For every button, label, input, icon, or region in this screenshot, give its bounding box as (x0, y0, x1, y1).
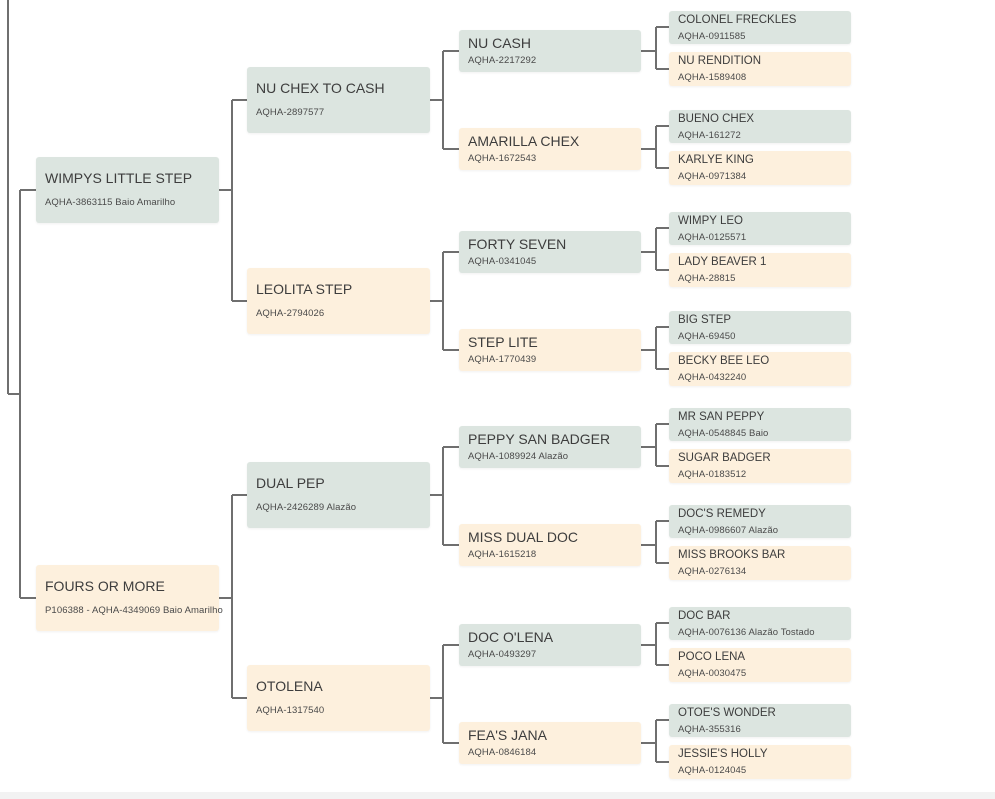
horse-registration: AQHA-1770439 (468, 354, 537, 365)
horse-registration: AQHA-355316 (678, 724, 741, 735)
horse-name: POCO LENA (678, 651, 746, 663)
horse-name: FOURS OR MORE (45, 578, 165, 594)
horse-name: NU CASH (468, 35, 532, 51)
horse-name: OTOE'S WONDER (678, 707, 776, 719)
horse-name: MISS BROOKS BAR (678, 549, 786, 561)
g4-node-6[interactable]: LADY BEAVER 1 AQHA-28815 (669, 253, 851, 287)
horse-registration: AQHA-0341045 (468, 256, 537, 267)
horizontal-scrollbar[interactable] (0, 792, 995, 799)
horse-name: DOC'S REMEDY (678, 508, 766, 520)
horse-name: LADY BEAVER 1 (678, 256, 767, 268)
horse-name: FORTY SEVEN (468, 236, 567, 252)
g4-node-8[interactable]: BECKY BEE LEO AQHA-0432240 (669, 352, 851, 386)
horse-name: NU CHEX TO CASH (256, 80, 385, 96)
horse-registration: AQHA-3863115 Baio Amarilho (45, 197, 176, 208)
horse-registration: AQHA-0076136 Alazão Tostado (678, 627, 815, 638)
dam-node[interactable]: FOURS OR MORE P106388 - AQHA-4349069 Bai… (36, 565, 223, 631)
horse-registration: AQHA-69450 (678, 331, 736, 342)
g4-node-2[interactable]: NU RENDITION AQHA-1589408 (669, 52, 851, 86)
g4-node-14[interactable]: POCO LENA AQHA-0030475 (669, 648, 851, 682)
horse-name: LEOLITA STEP (256, 281, 353, 297)
g4-node-10[interactable]: SUGAR BADGER AQHA-0183512 (669, 449, 851, 483)
horse-registration: AQHA-2794026 (256, 308, 325, 319)
g3-node-6[interactable]: MISS DUAL DOC AQHA-1615218 (459, 524, 641, 566)
g4-node-4[interactable]: KARLYE KING AQHA-0971384 (669, 151, 851, 185)
horse-registration: AQHA-1589408 (678, 72, 747, 83)
horse-registration: AQHA-0183512 (678, 469, 747, 480)
horse-name: NU RENDITION (678, 55, 762, 67)
horse-name: COLONEL FRECKLES (678, 14, 797, 26)
g4-node-5[interactable]: WIMPY LEO AQHA-0125571 (669, 212, 851, 245)
horse-registration: AQHA-0971384 (678, 171, 747, 182)
g3-node-5[interactable]: PEPPY SAN BADGER AQHA-1089924 Alazão (459, 426, 641, 468)
horse-registration: AQHA-0548845 Baio (678, 428, 769, 439)
horse-registration: AQHA-2217292 (468, 55, 537, 66)
horse-name: DOC BAR (678, 610, 731, 622)
horse-registration: AQHA-0276134 (678, 566, 747, 577)
horse-name: DUAL PEP (256, 475, 325, 491)
horse-name: OTOLENA (256, 678, 323, 694)
g4-node-1[interactable]: COLONEL FRECKLES AQHA-0911585 (669, 11, 851, 44)
g3-node-1[interactable]: NU CASH AQHA-2217292 (459, 30, 641, 72)
g4-node-11[interactable]: DOC'S REMEDY AQHA-0986607 Alazão (669, 505, 851, 538)
horse-name: MR SAN PEPPY (678, 411, 765, 423)
horse-name: SUGAR BADGER (678, 452, 771, 464)
horse-name: KARLYE KING (678, 154, 754, 166)
horse-registration: AQHA-1317540 (256, 705, 325, 716)
g4-node-3[interactable]: BUENO CHEX AQHA-161272 (669, 110, 851, 143)
horse-registration: AQHA-161272 (678, 130, 741, 141)
g3-node-7[interactable]: DOC O'LENA AQHA-0493297 (459, 624, 641, 666)
g3-node-2[interactable]: AMARILLA CHEX AQHA-1672543 (459, 128, 641, 170)
horse-registration: AQHA-2426289 Alazão (256, 502, 357, 513)
horse-registration: AQHA-2897577 (256, 107, 325, 118)
horse-registration: AQHA-0432240 (678, 372, 747, 383)
g3-node-3[interactable]: FORTY SEVEN AQHA-0341045 (459, 231, 641, 273)
horse-name: AMARILLA CHEX (468, 133, 580, 149)
horse-name: BIG STEP (678, 314, 732, 326)
g4-node-7[interactable]: BIG STEP AQHA-69450 (669, 311, 851, 344)
g4-node-12[interactable]: MISS BROOKS BAR AQHA-0276134 (669, 546, 851, 580)
g3-node-4[interactable]: STEP LITE AQHA-1770439 (459, 329, 641, 371)
horse-registration: AQHA-0125571 (678, 232, 747, 243)
g4-node-13[interactable]: DOC BAR AQHA-0076136 Alazão Tostado (669, 607, 851, 640)
horse-registration: AQHA-1089924 Alazão (468, 451, 569, 462)
horse-name: WIMPY LEO (678, 215, 743, 227)
horse-name: MISS DUAL DOC (468, 529, 578, 545)
g4-node-16[interactable]: JESSIE'S HOLLY AQHA-0124045 (669, 745, 851, 779)
sire-node[interactable]: WIMPYS LITTLE STEP AQHA-3863115 Baio Ama… (36, 157, 219, 223)
horse-registration: AQHA-0911585 (678, 31, 746, 42)
g3-node-8[interactable]: FEA'S JANA AQHA-0846184 (459, 722, 641, 764)
horse-registration: AQHA-0846184 (468, 747, 537, 758)
horse-name: WIMPYS LITTLE STEP (45, 170, 193, 186)
dam-sire-node[interactable]: DUAL PEP AQHA-2426289 Alazão (247, 462, 430, 528)
horse-name: PEPPY SAN BADGER (468, 431, 611, 447)
horse-registration: P106388 - AQHA-4349069 Baio Amarilho (45, 605, 223, 616)
horse-registration: AQHA-28815 (678, 273, 736, 284)
horse-registration: AQHA-1615218 (468, 549, 537, 560)
horse-name: BUENO CHEX (678, 113, 755, 125)
horse-name: JESSIE'S HOLLY (678, 748, 768, 760)
horse-registration: AQHA-0986607 Alazão (678, 525, 779, 536)
horse-registration: AQHA-1672543 (468, 153, 537, 164)
horse-registration: AQHA-0030475 (678, 668, 747, 679)
horse-name: FEA'S JANA (468, 727, 547, 743)
horse-name: DOC O'LENA (468, 629, 554, 645)
horse-name: BECKY BEE LEO (678, 355, 770, 367)
horse-name: STEP LITE (468, 334, 538, 350)
sire-dam-node[interactable]: LEOLITA STEP AQHA-2794026 (247, 268, 430, 334)
g4-node-9[interactable]: MR SAN PEPPY AQHA-0548845 Baio (669, 408, 851, 441)
sire-sire-node[interactable]: NU CHEX TO CASH AQHA-2897577 (247, 67, 430, 133)
dam-dam-node[interactable]: OTOLENA AQHA-1317540 (247, 665, 430, 731)
horse-registration: AQHA-0493297 (468, 649, 537, 660)
horse-registration: AQHA-0124045 (678, 765, 747, 776)
g4-node-15[interactable]: OTOE'S WONDER AQHA-355316 (669, 704, 851, 737)
